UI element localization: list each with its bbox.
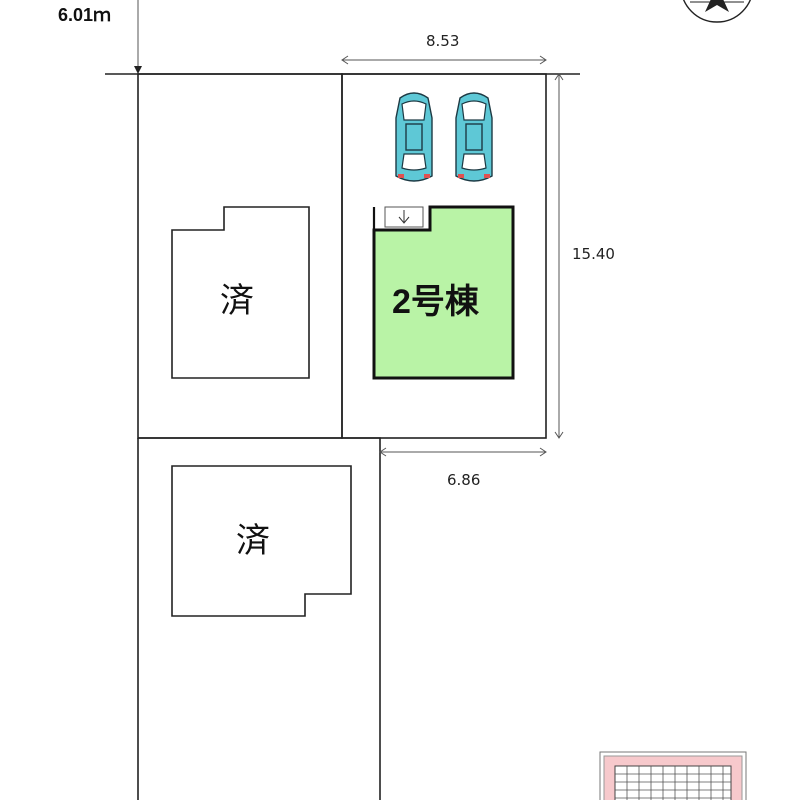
dimension-bottom-label: 6.86 [447, 471, 480, 489]
dimension-top: 8.53 [341, 32, 547, 65]
arrow-down-icon [398, 210, 410, 224]
arrow-down-icon [134, 66, 142, 74]
sold-label-upper: 済 [220, 281, 254, 321]
house-target [372, 205, 515, 380]
compass-icon [683, 0, 751, 23]
grid-icon [599, 751, 747, 800]
dimension-depth: 15.40 [554, 73, 615, 439]
sold-label-lower: 済 [236, 521, 270, 561]
car-icon [455, 92, 493, 182]
dimension-top-label: 8.53 [426, 32, 459, 50]
car-icon [395, 92, 433, 182]
dimension-depth-label: 15.40 [572, 245, 615, 263]
dimension-bottom: 6.86 [379, 447, 547, 489]
lot-upper-left [137, 73, 343, 439]
lot-lower-left [138, 437, 381, 800]
lot-target [341, 73, 547, 439]
road-width-label: 6.01ｍ [58, 5, 111, 25]
target-label: 2号棟 [392, 283, 480, 321]
house-lower-sold [171, 465, 352, 617]
house-upper-sold [171, 206, 310, 379]
